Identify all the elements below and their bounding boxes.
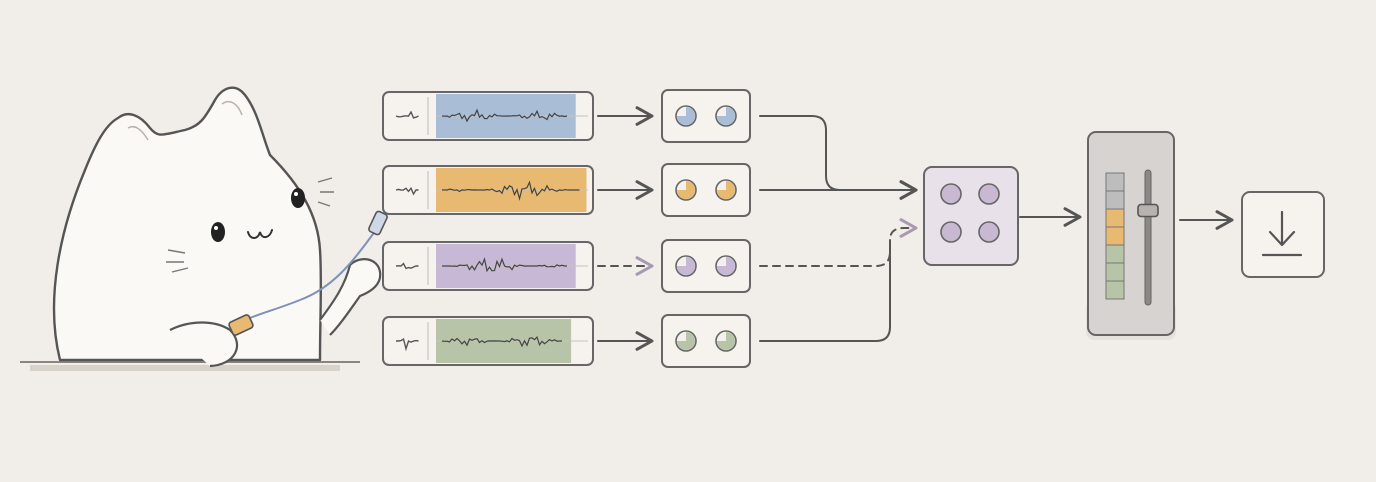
master-unit xyxy=(1086,131,1176,340)
channel-knob[interactable] xyxy=(715,179,737,201)
audio-track-1[interactable] xyxy=(382,89,751,143)
audio-track-4[interactable] xyxy=(382,314,751,368)
channel-strip-3[interactable] xyxy=(661,239,751,293)
cat-eye-left xyxy=(211,222,225,242)
mixer-knob[interactable] xyxy=(940,183,962,205)
channel-knob[interactable] xyxy=(715,330,737,352)
track-waveform xyxy=(441,180,580,201)
channel-frame xyxy=(661,89,751,143)
channel-strip-4[interactable] xyxy=(661,314,751,368)
cat-icon xyxy=(52,86,382,368)
track-waveform xyxy=(441,108,568,123)
link-channel-to-mixer-4 xyxy=(759,239,891,342)
link-channel-to-mixer-3 xyxy=(759,218,918,267)
link-channel-to-mixer-1 xyxy=(759,115,918,200)
waveform-icon xyxy=(395,186,419,196)
download-icon xyxy=(1261,210,1303,257)
meter-segment xyxy=(1105,262,1125,282)
channel-strip-1[interactable] xyxy=(661,89,751,143)
cat-mouth xyxy=(247,229,273,239)
channel-knob[interactable] xyxy=(675,255,697,277)
mixer-knob[interactable] xyxy=(978,183,1000,205)
waveform-icon xyxy=(395,262,419,270)
meter-segment xyxy=(1105,208,1125,228)
channel-knob[interactable] xyxy=(675,179,697,201)
meter-segment xyxy=(1105,244,1125,264)
channel-frame xyxy=(661,163,751,217)
channel-knob[interactable] xyxy=(715,255,737,277)
meter-segment xyxy=(1105,172,1125,192)
audio-track-2[interactable] xyxy=(382,163,751,217)
meter-segment xyxy=(1105,226,1125,246)
mixer-knob[interactable] xyxy=(940,221,962,243)
fader-knob[interactable] xyxy=(1137,203,1159,218)
channel-strip-2[interactable] xyxy=(661,163,751,217)
audio-track-3[interactable] xyxy=(382,239,751,293)
channel-frame xyxy=(661,314,751,368)
output-box[interactable] xyxy=(1241,191,1325,278)
audio-cable xyxy=(228,210,388,336)
track-waveform xyxy=(442,257,567,273)
channel-knob[interactable] xyxy=(715,105,737,127)
cat-eye-right xyxy=(291,188,305,208)
waveform-icon xyxy=(395,110,419,119)
channel-knob[interactable] xyxy=(675,330,697,352)
waveform-icon xyxy=(396,338,419,352)
mixer-knob[interactable] xyxy=(978,221,1000,243)
track-waveform xyxy=(441,335,562,348)
fader-track xyxy=(1144,169,1152,306)
channel-knob[interactable] xyxy=(675,105,697,127)
mixer-unit xyxy=(923,166,1019,266)
channel-frame xyxy=(661,239,751,293)
meter-segment xyxy=(1105,280,1125,300)
meter-segment xyxy=(1105,190,1125,210)
